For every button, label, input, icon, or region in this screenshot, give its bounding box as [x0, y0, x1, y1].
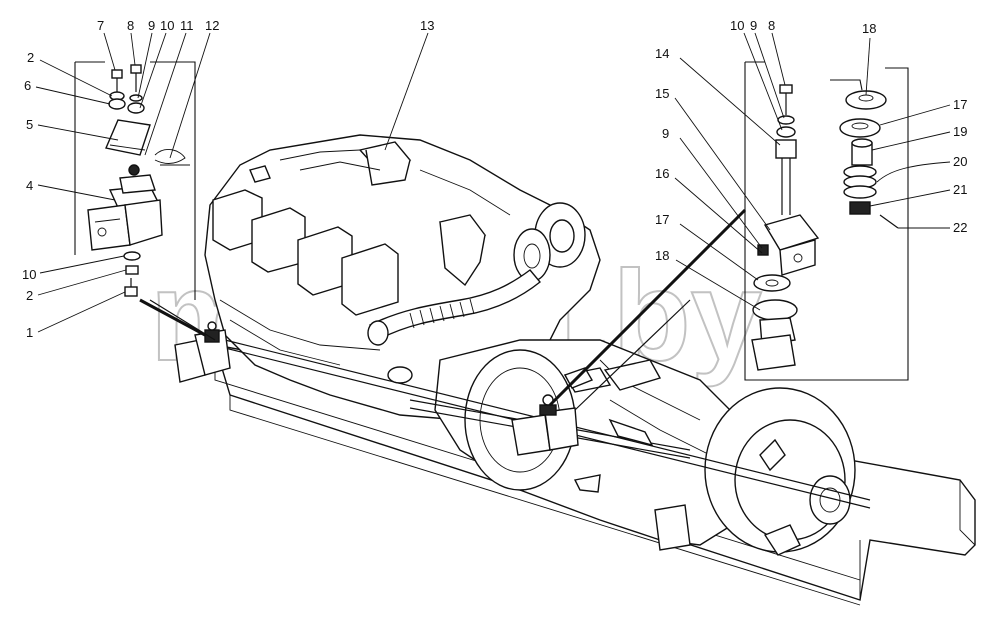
callout-14: 14	[655, 46, 669, 61]
left-leader-lines	[35, 32, 211, 333]
callout-20: 20	[953, 154, 967, 169]
callout-12: 12	[205, 18, 219, 33]
left-exploded-frame	[74, 61, 216, 341]
callout-11: 11	[180, 18, 194, 33]
callout-18a: 18	[655, 248, 669, 263]
right-exploded-parts	[751, 84, 899, 371]
exhaust-pipe	[367, 269, 541, 346]
callout-21: 21	[953, 182, 967, 197]
callout-22: 22	[953, 220, 967, 235]
right-leader-lines	[674, 32, 951, 311]
left-exploded-parts	[87, 64, 190, 297]
clutch-housing	[654, 387, 856, 556]
callout-13: 13	[420, 18, 434, 33]
callout-17a: 17	[655, 212, 669, 227]
callout-8: 8	[127, 18, 134, 33]
callout-16: 16	[655, 166, 669, 181]
callout-15: 15	[655, 86, 669, 101]
callout-1: 1	[26, 325, 33, 340]
rear-mount-installed	[511, 394, 579, 456]
callout-2b: 2	[26, 288, 33, 303]
front-mount-installed	[174, 321, 231, 383]
callout-5: 5	[26, 117, 33, 132]
callout-7: 7	[97, 18, 104, 33]
callout-18b: 18	[862, 21, 876, 36]
callout-10b: 10	[22, 267, 36, 282]
center-callout: 13	[384, 18, 434, 151]
callout-9-right: 9	[662, 126, 669, 141]
callout-9b-right: 9	[750, 18, 757, 33]
callout-10-right: 10	[730, 18, 744, 33]
callout-4: 4	[26, 178, 33, 193]
callout-19: 19	[953, 124, 967, 139]
callout-17b: 17	[953, 97, 967, 112]
callout-8-right: 8	[768, 18, 775, 33]
callout-10: 10	[160, 18, 174, 33]
callout-9: 9	[148, 18, 155, 33]
callout-2a: 2	[27, 50, 34, 65]
left-callouts: 7 8 9 10 11 12 2 6 5 4 10 2 1	[22, 18, 219, 340]
callout-6: 6	[24, 78, 31, 93]
right-callouts: 14 15 9 16 17 18 10 9 8 18 17 19 20 21 2…	[655, 18, 967, 263]
